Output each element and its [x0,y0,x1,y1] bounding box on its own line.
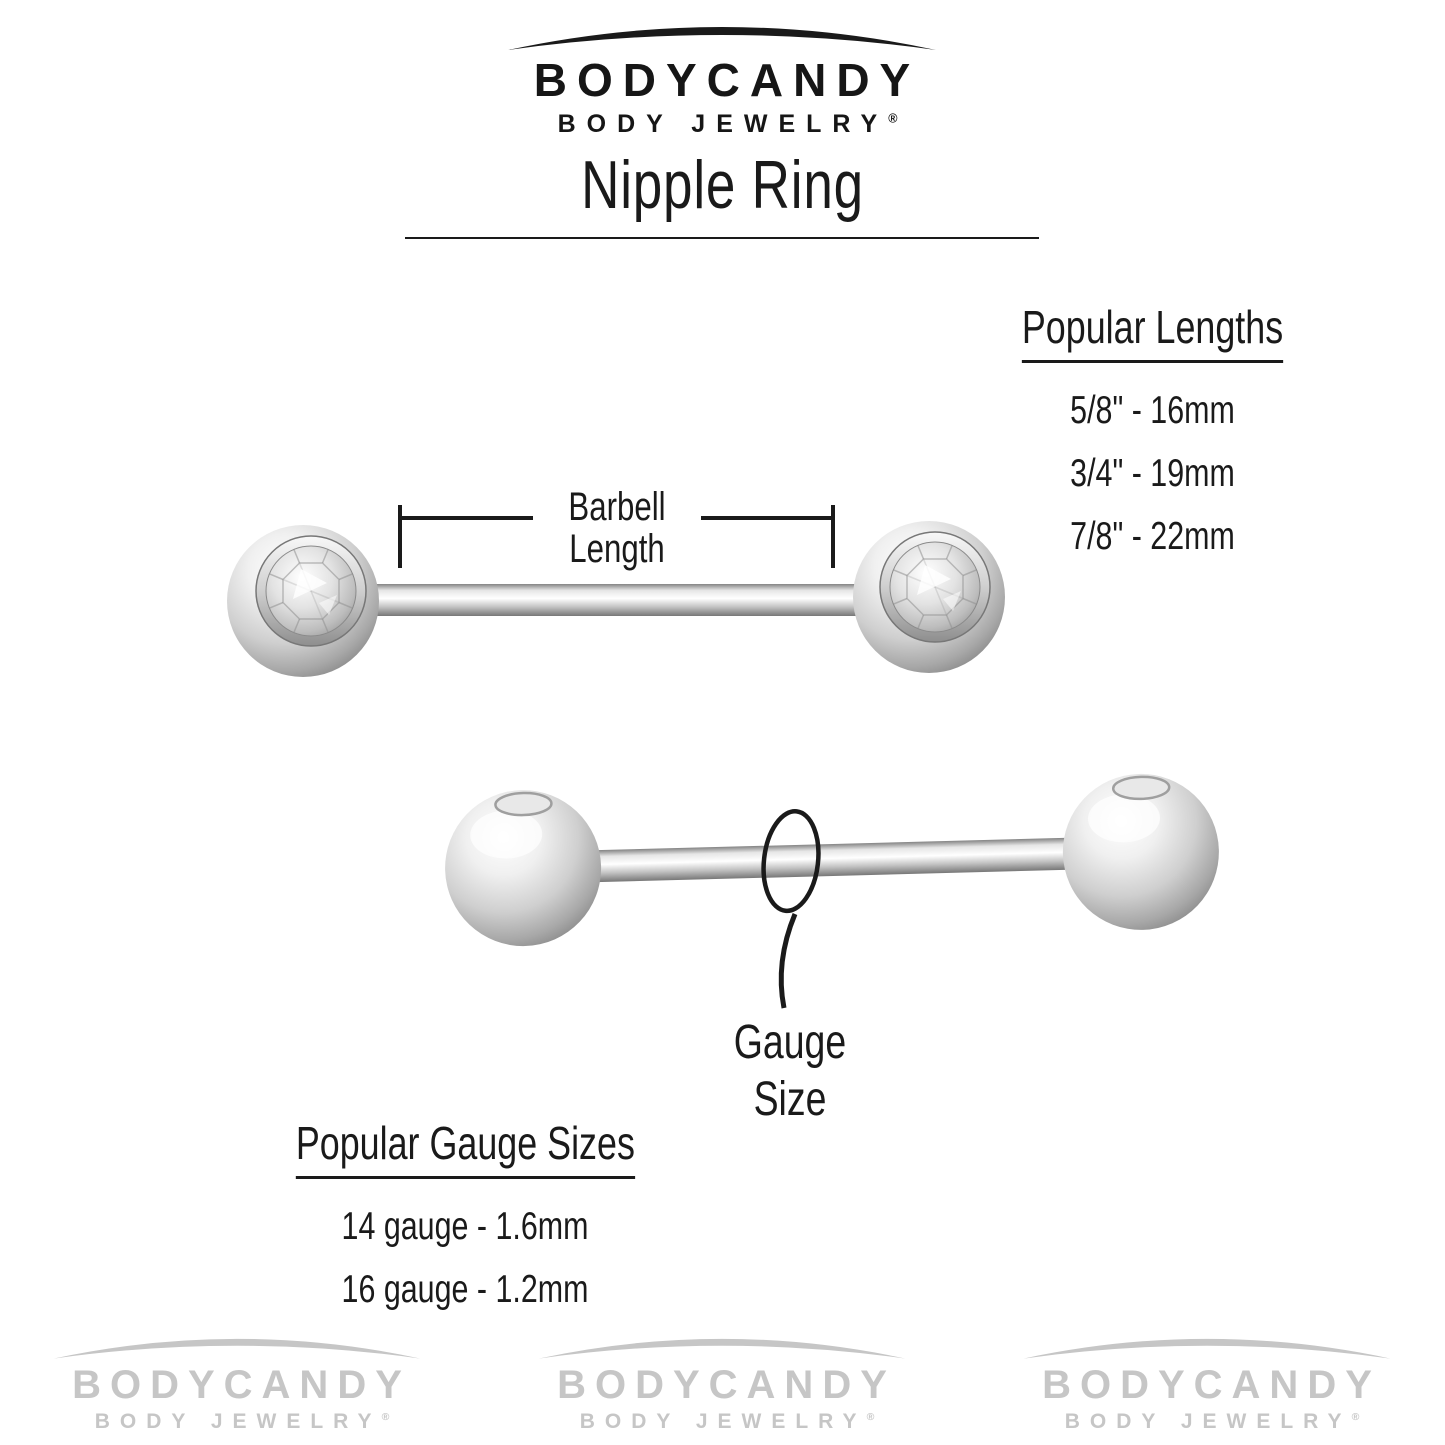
watermark-logo: BODYCANDY BODY JEWELRY® [997,1326,1417,1434]
registered-mark: ® [888,111,898,126]
length-item: 7/8" - 22mm [1070,515,1235,558]
registered-mark: ® [866,1411,875,1423]
brand-tagline-text: BODY JEWELRY [557,110,889,139]
registered-mark: ® [381,1411,390,1423]
logo-arc [508,27,936,50]
gauge-item: 14 gauge - 1.6mm [341,1205,589,1248]
logo-arc-path [538,1338,906,1359]
brand-name: BODYCANDY [72,1363,411,1407]
barbell-gem-left [255,535,367,647]
logo-arc-path [508,27,936,50]
brand-logo: BODYCANDY BODY JEWELRY® [502,12,942,139]
logo-arc-path [53,1338,421,1359]
brand-tagline: BODY JEWELRY® [512,1410,932,1434]
popular-lengths-heading: Popular Lengths [1021,300,1284,363]
brand-tagline: BODY JEWELRY® [502,110,942,139]
barbell-gauge-diagram [441,770,1223,1009]
popular-gauges-section: Popular Gauge Sizes 14 gauge - 1.6mm 16 … [235,1116,695,1321]
brand-tagline: BODY JEWELRY® [27,1410,447,1434]
watermark-logo: BODYCANDY BODY JEWELRY® [512,1326,932,1434]
gauge-item: 16 gauge - 1.2mm [341,1268,589,1311]
gauge-size-label-line1: Gauge [733,1016,847,1069]
logo-arc [538,1338,906,1359]
popular-gauges-heading: Popular Gauge Sizes [295,1116,635,1179]
popular-gauges-list: 14 gauge - 1.6mm 16 gauge - 1.2mm [235,1195,695,1321]
popular-lengths-list: 5/8" - 16mm 3/4" - 19mm 7/8" - 22mm [980,379,1325,568]
barbell-bar [340,584,890,616]
watermark-logo: BODYCANDY BODY JEWELRY® [27,1326,447,1434]
brand-name: BODYCANDY [557,1363,896,1407]
barbell-bottom-group [441,770,1223,950]
gauge-size-label-line2: Size [753,1073,827,1126]
barbell-ball-left [227,525,379,677]
title-underline [405,237,1039,239]
brand-tagline-text: BODY JEWELRY [94,1410,382,1433]
popular-lengths-section: Popular Lengths 5/8" - 16mm 3/4" - 19mm … [980,300,1325,568]
barbell-gem-right [879,531,991,643]
barbell-ball-right [853,521,1005,673]
logo-arc [1023,1338,1391,1359]
barbell-ball-right-2 [1059,770,1223,934]
brand-tagline-text: BODY JEWELRY [1064,1410,1352,1433]
length-item: 3/4" - 19mm [1070,452,1235,495]
gauge-pointer-line [778,913,798,1009]
logo-arc-path [1023,1338,1391,1359]
page-title: Nipple Ring [581,147,864,223]
brand-name: BODYCANDY [533,54,921,106]
length-item: 5/8" - 16mm [1070,389,1235,432]
barbell-ball-left-2 [441,786,605,950]
barbell-length-label-line1: Barbell [568,485,666,529]
logo-arc [53,1338,421,1359]
gauge-ellipse [761,809,821,914]
brand-name: BODYCANDY [1042,1363,1381,1407]
barbell-length-label: Barbell Length [551,486,684,570]
brand-tagline: BODY JEWELRY® [997,1410,1417,1434]
barbell-bar-2 [554,836,1111,884]
dimension-lines [398,505,835,568]
brand-tagline-text: BODY JEWELRY [579,1410,867,1433]
gauge-size-label: Gauge Size [712,1014,868,1128]
barbell-length-diagram [227,505,1005,677]
registered-mark: ® [1351,1411,1360,1423]
barbell-length-label-line2: Length [569,527,665,571]
